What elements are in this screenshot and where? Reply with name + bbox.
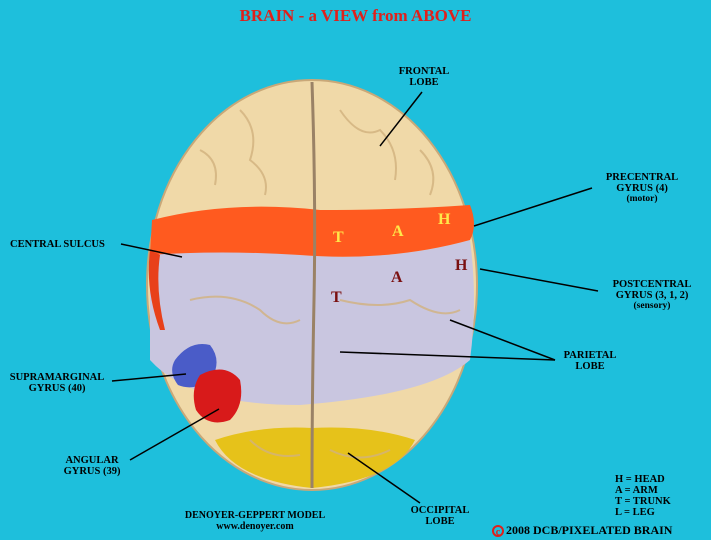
- legend-item: L = LEG: [615, 507, 655, 518]
- parietal-leader-2: [339, 351, 556, 361]
- central-sulcus-leader: [120, 243, 183, 258]
- parietal-region: [150, 240, 474, 405]
- legend-item: T = TRUNK: [615, 496, 671, 507]
- angular-leader: [129, 408, 220, 461]
- frontal-leader: [379, 91, 423, 147]
- legend-item: A = ARM: [615, 485, 658, 496]
- gyri-lines: [189, 109, 461, 459]
- central-sulcus-label: CENTRAL SULCUS: [10, 239, 105, 250]
- postcentral-leader: [479, 268, 599, 292]
- legend-item: H = HEAD: [615, 474, 665, 485]
- sensory-arm-letter: A: [391, 269, 403, 286]
- precentral-strip: [150, 205, 474, 257]
- occipital-region: [215, 427, 415, 488]
- parietal-leader-1: [449, 319, 556, 361]
- page-title: BRAIN - a VIEW from ABOVE: [239, 6, 472, 25]
- legend: H = HEAD A = ARM T = TRUNK L = LEG: [615, 474, 671, 518]
- precentral-leader: [473, 187, 593, 227]
- sensory-head-letter: H: [455, 257, 468, 274]
- occipital-leader: [347, 452, 421, 504]
- sensory-trunk-letter: T: [331, 289, 342, 306]
- angular-region: [193, 369, 242, 423]
- copyright-icon: c: [492, 525, 504, 538]
- model-credit: DENOYER-GEPPERT MODEL www.denoyer.com: [184, 510, 326, 532]
- longitudinal-fissure: [310, 81, 317, 489]
- precentral-edge: [148, 250, 165, 330]
- supramarginal-leader: [111, 373, 187, 382]
- motor-trunk-letter: T: [333, 229, 344, 246]
- motor-arm-letter: A: [392, 223, 404, 240]
- motor-head-letter: H: [438, 211, 451, 228]
